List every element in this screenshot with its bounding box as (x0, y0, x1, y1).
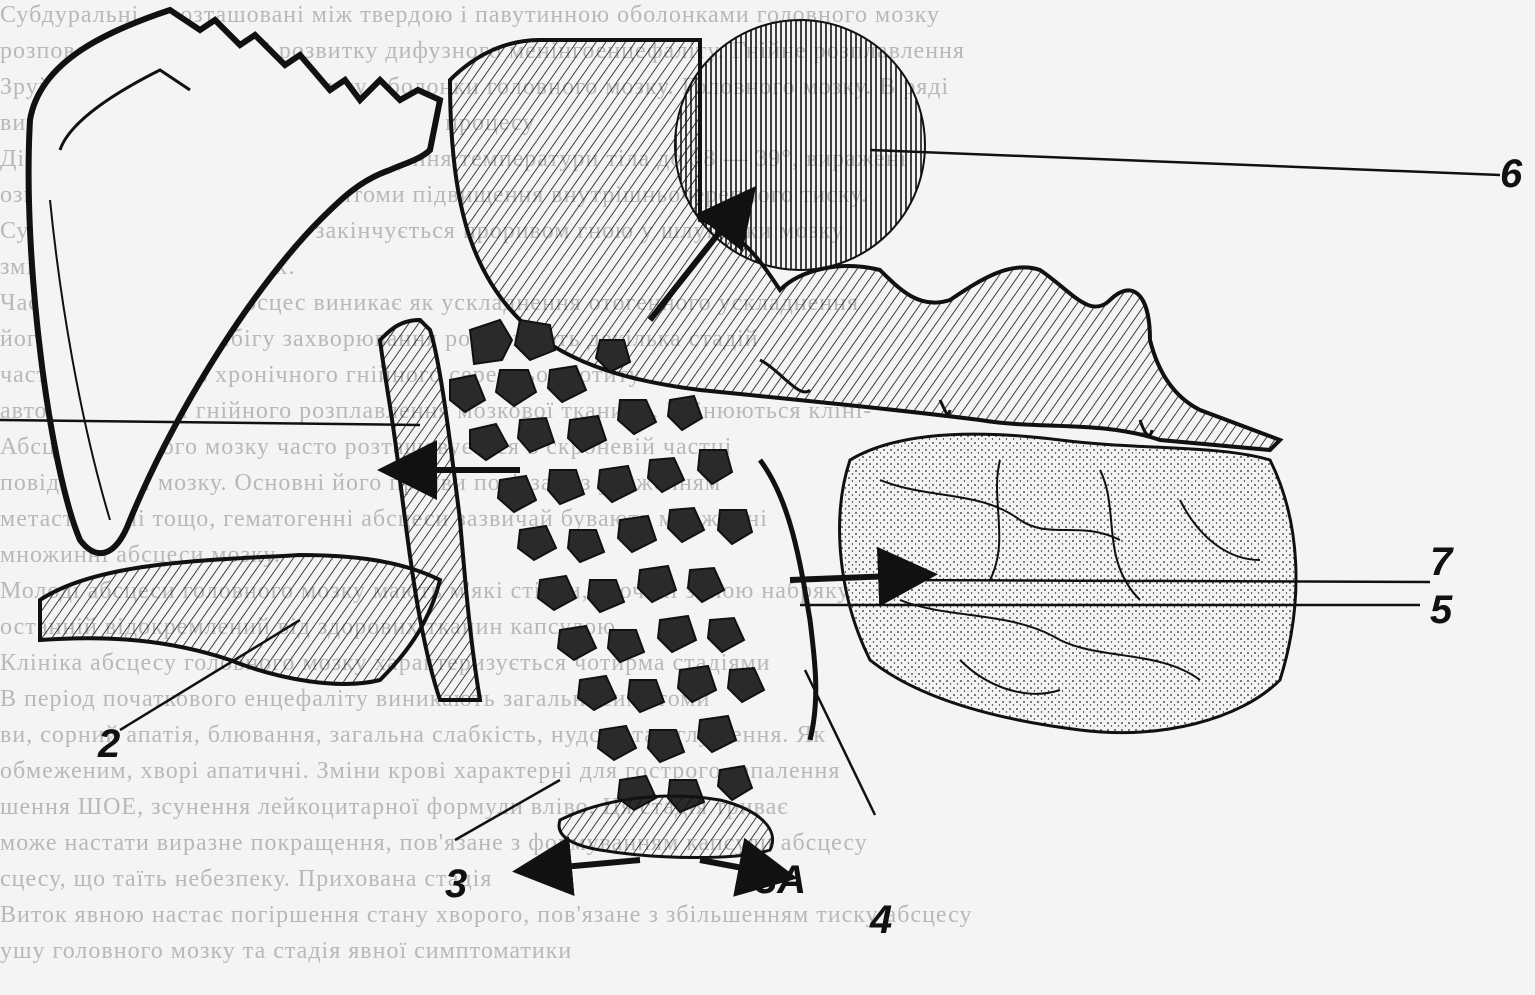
brain-tissue (840, 434, 1296, 733)
tip-region (559, 796, 772, 857)
label-3a: 3А (755, 858, 806, 903)
lower-bone (40, 555, 440, 684)
abscess-circle (675, 20, 925, 270)
sigmoid-wall (760, 460, 816, 740)
label-5: 5 (1430, 588, 1452, 633)
label-4: 4 (870, 898, 892, 943)
label-2: 2 (98, 722, 120, 767)
label-6: 6 (1500, 152, 1522, 197)
label-3: 3 (445, 862, 467, 907)
label-7: 7 (1430, 540, 1452, 585)
skull-bone (29, 10, 440, 553)
mastoid-cells (450, 320, 764, 812)
